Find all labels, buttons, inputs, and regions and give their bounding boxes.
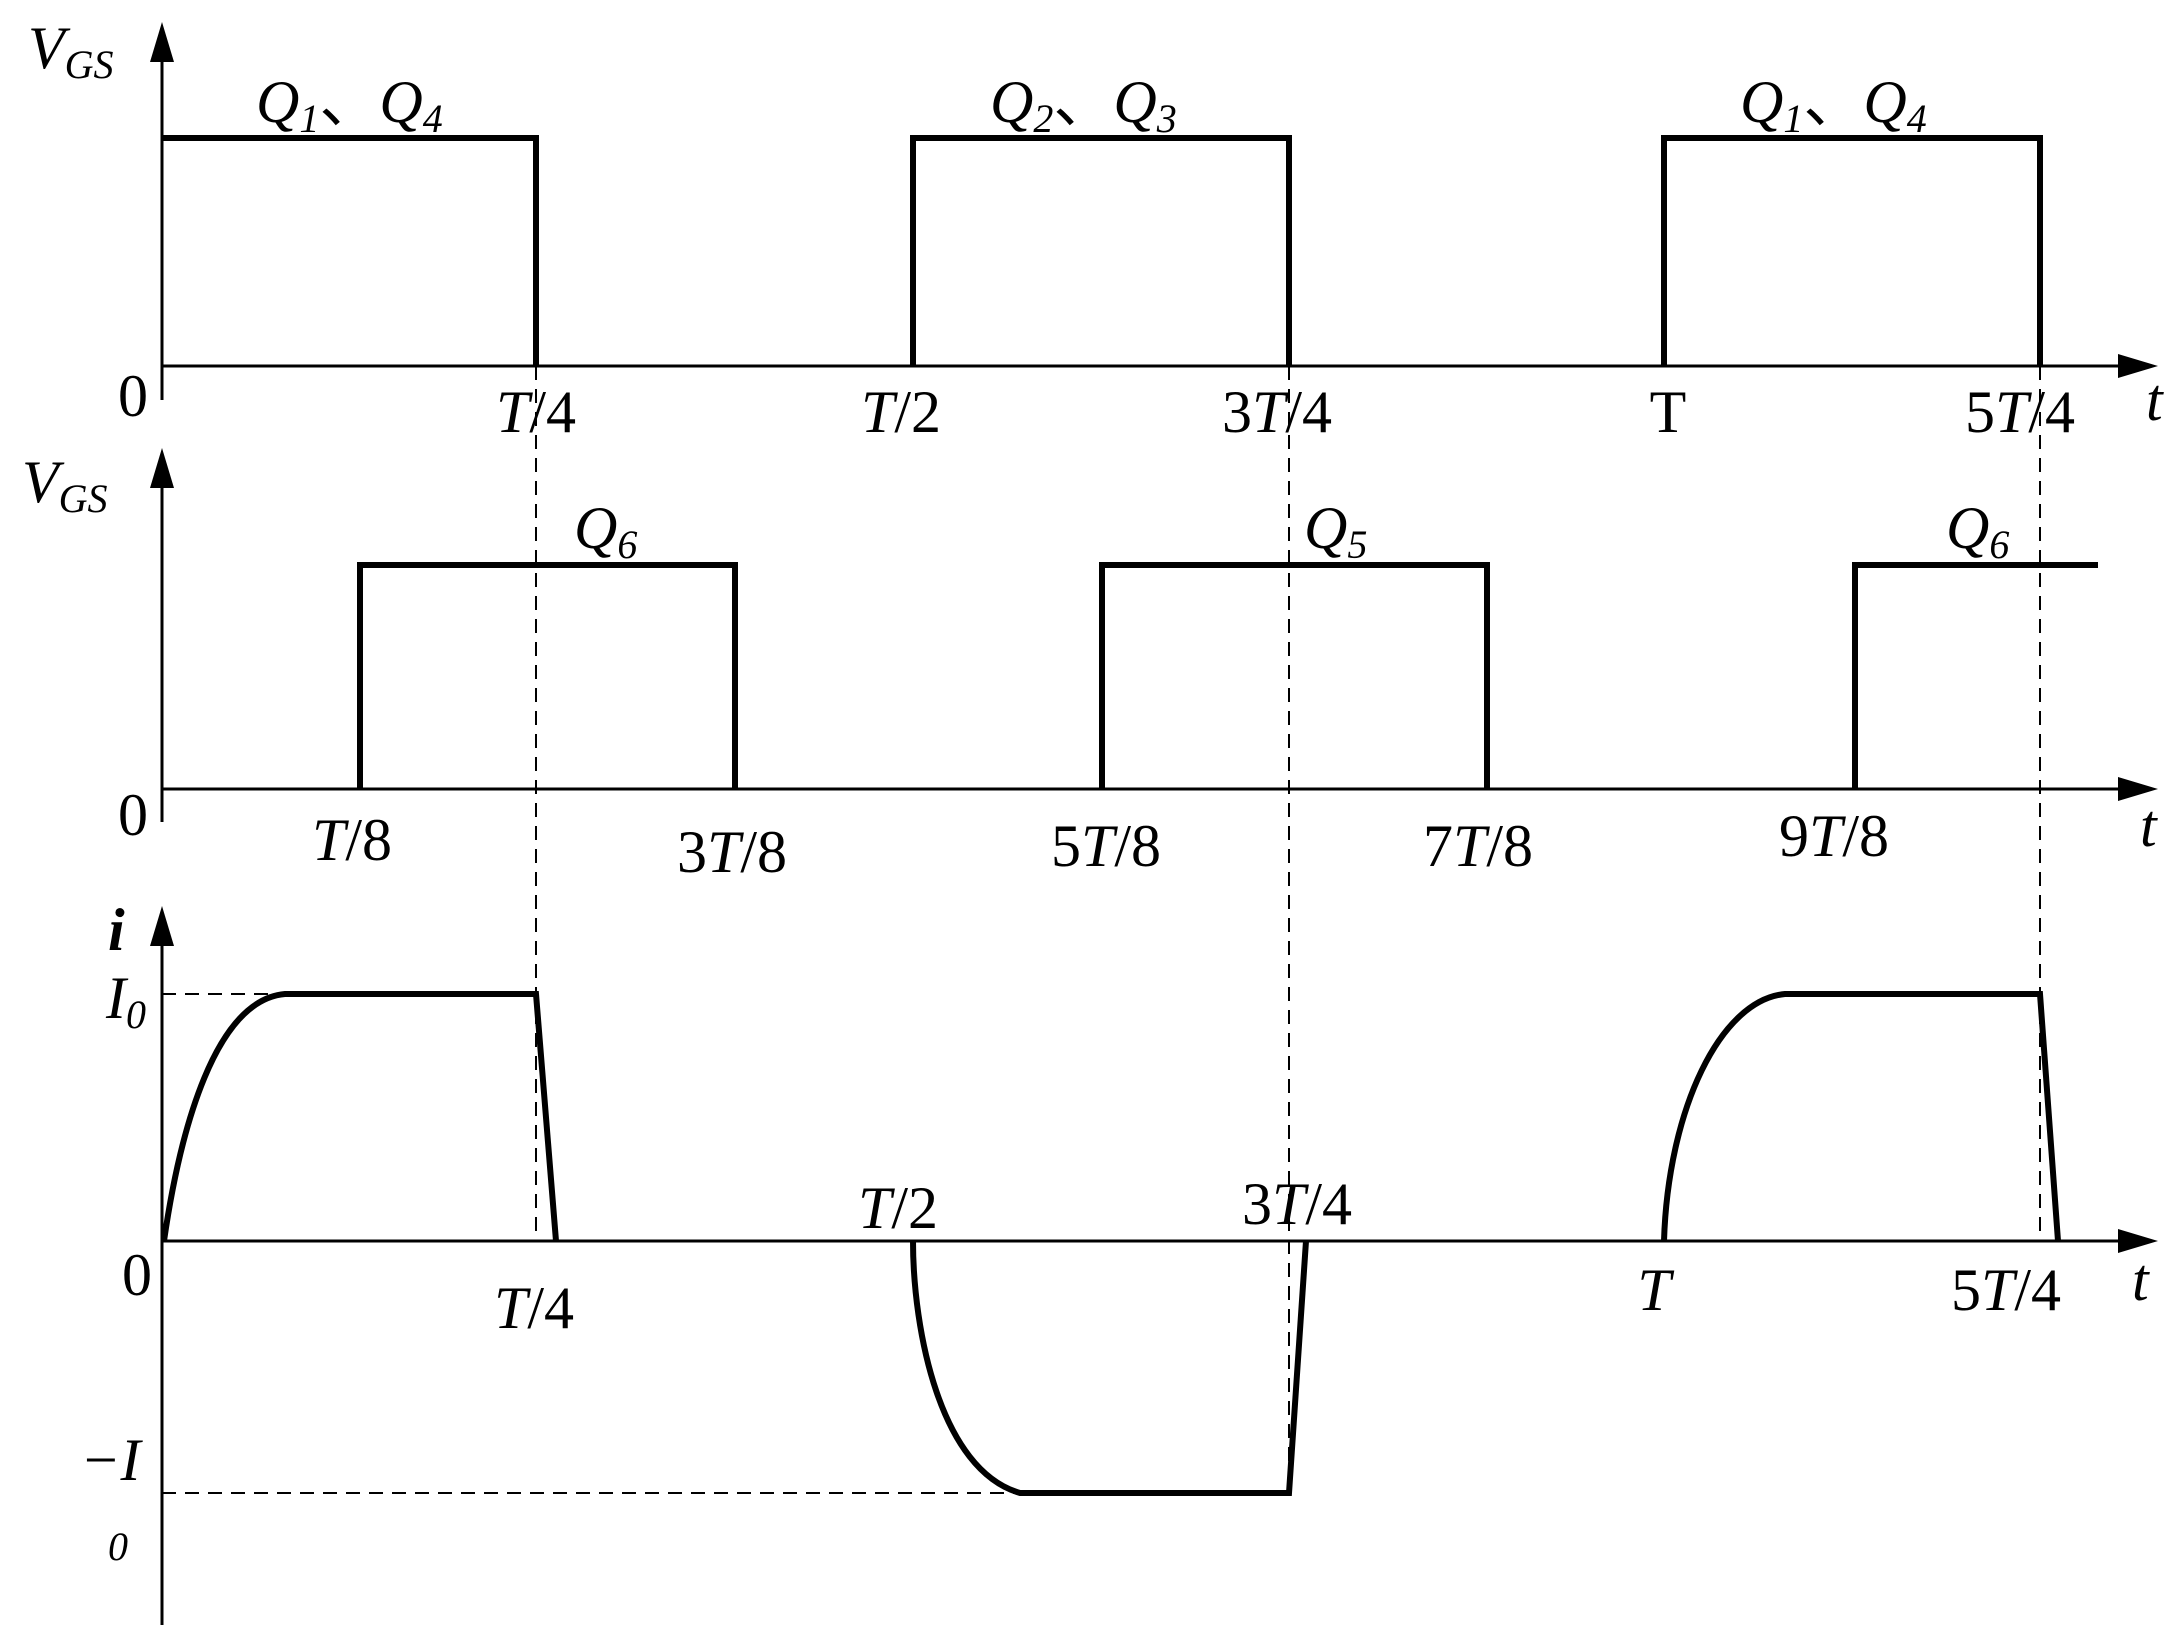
tick-label: 9T/8 bbox=[1779, 803, 1889, 869]
current-positive-pulse-first bbox=[161, 991, 559, 1242]
y-axis-label: VGS bbox=[28, 15, 114, 87]
origin-label: 0 bbox=[118, 782, 148, 848]
y-axis-arrow-icon bbox=[150, 448, 174, 488]
tick-label: 3T/4 bbox=[1222, 379, 1332, 445]
tick-label: 5T/4 bbox=[1965, 379, 2075, 445]
x-axis-arrow-icon bbox=[2118, 354, 2158, 378]
panel-current: i 0 t I0 −I 0 T/4 T/2 3T/4 T 5T/4 bbox=[80, 897, 2158, 1625]
tick-label: T/2 bbox=[861, 379, 941, 445]
pulse-label: Q1、Q4 bbox=[1740, 69, 1927, 141]
tick-label: T bbox=[1650, 379, 1687, 445]
tick-label: T/4 bbox=[496, 379, 576, 445]
pulse-label: Q6 bbox=[1946, 495, 2009, 567]
pulse-q2-q3 bbox=[910, 135, 1292, 366]
current-negative-pulse bbox=[910, 1240, 1309, 1496]
y-axis-label: i bbox=[108, 897, 125, 963]
tick-label: T bbox=[1637, 1257, 1674, 1323]
alignment-guides bbox=[535, 366, 2041, 1493]
pulse-label: Q2、Q3 bbox=[990, 69, 1177, 141]
x-axis-label: t bbox=[2146, 367, 2164, 433]
tick-label: T/4 bbox=[494, 1275, 574, 1341]
pulse-q1-q4-second bbox=[1661, 135, 2043, 366]
x-axis-arrow-icon bbox=[2118, 1229, 2158, 1253]
tick-label: 7T/8 bbox=[1423, 813, 1533, 879]
y-axis-label: VGS bbox=[22, 449, 108, 521]
current-positive-pulse-second bbox=[1661, 991, 2061, 1242]
pulse-q1-q4-first bbox=[162, 135, 539, 366]
positive-level-label: I0 bbox=[105, 965, 146, 1037]
origin-label: 0 bbox=[122, 1242, 152, 1308]
negative-level-label: −I bbox=[80, 1427, 143, 1493]
x-axis-label: t bbox=[2132, 1247, 2150, 1313]
x-axis-label: t bbox=[2140, 793, 2158, 859]
y-axis-arrow-icon bbox=[150, 22, 174, 62]
tick-label: 5T/4 bbox=[1951, 1257, 2061, 1323]
y-axis-arrow-icon bbox=[150, 906, 174, 946]
tick-label: 3T/4 bbox=[1242, 1171, 1352, 1237]
pulse-label: Q5 bbox=[1304, 495, 1367, 567]
x-axis-arrow-icon bbox=[2118, 777, 2158, 801]
tick-label: 3T/8 bbox=[677, 819, 787, 885]
panel-gate-q5-q6: VGS 0 t Q6 Q5 Q6 T/8 3T/8 5T/8 7T/8 9T/8 bbox=[22, 448, 2158, 885]
tick-label: 5T/8 bbox=[1051, 813, 1161, 879]
pulse-q5 bbox=[1099, 562, 1490, 789]
pulse-label: Q6 bbox=[574, 495, 637, 567]
pulse-q6-second bbox=[1852, 562, 2098, 789]
pulse-q6-first bbox=[357, 562, 738, 789]
tick-label: T/2 bbox=[858, 1175, 938, 1241]
negative-level-subscript: 0 bbox=[108, 1524, 128, 1569]
panel-gate-q1-q4: VGS 0 t Q1、Q4 Q2、Q3 Q1、Q4 T/4 T/2 3T/4 T… bbox=[28, 15, 2164, 445]
tick-label: T/8 bbox=[312, 807, 392, 873]
pulse-label: Q1、Q4 bbox=[256, 69, 443, 141]
origin-label: 0 bbox=[118, 363, 148, 429]
